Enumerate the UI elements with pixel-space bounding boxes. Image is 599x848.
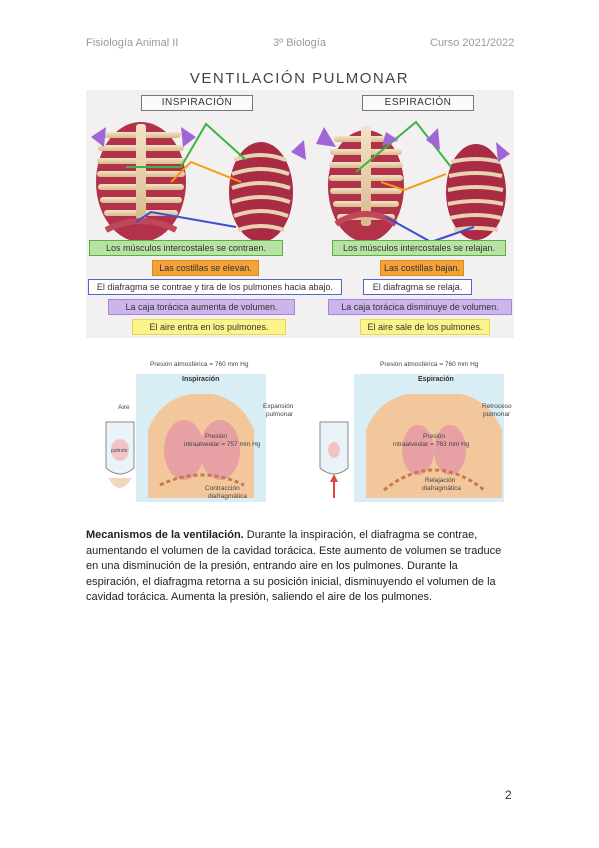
inspiration-torso-drawing: [105, 374, 266, 502]
esp-relax-1: Relajación: [425, 477, 456, 484]
insp-label-air: El aire entra en los pulmones.: [132, 319, 286, 335]
esp-retro-1: Retroceso: [482, 403, 512, 410]
insp-expansion-1: Expansión: [263, 403, 294, 410]
expiration-ribcage-front: [328, 126, 404, 242]
insp-label-ribs: Las costillas se elevan.: [152, 260, 259, 276]
esp-label-air: El aire sale de los pulmones.: [360, 319, 490, 335]
expiration-torso-drawing: [319, 374, 504, 502]
insp-contraction-2: diafragmática: [208, 493, 248, 500]
connector-arrows: [126, 120, 475, 244]
insp-air-label: Aire: [118, 404, 130, 411]
esp-panel-title: Espiración: [418, 376, 454, 383]
esp-label-volume: La caja torácica disminuye de volumen.: [328, 299, 512, 315]
insp-panel-title: Inspiración: [182, 376, 220, 383]
insp-intra-2: intraalveolar = 757 mm Hg: [184, 441, 261, 448]
esp-label-diaphragm: El diafragma se relaja.: [363, 279, 472, 295]
insp-label-volume: La caja torácica aumenta de volumen.: [108, 299, 295, 315]
insp-lung-label: pulmón: [111, 448, 128, 454]
header-academic-year: Curso 2021/2022: [430, 37, 515, 49]
purple-expansion-arrows: [91, 127, 510, 162]
insp-label-diaphragm: El diafragma se contrae y tira de los pu…: [88, 279, 342, 295]
ribcage-drawings: [91, 120, 510, 244]
insp-atm-pressure: Presión atmosférica = 760 mm Hg: [150, 361, 249, 368]
expiration-ribcage-side: [446, 144, 506, 240]
header-degree: 3º Biología: [273, 37, 326, 49]
insp-intra-1: Presión: [205, 433, 228, 440]
esp-label-ribs: Las costillas bajan.: [380, 260, 464, 276]
esp-atm-pressure: Presión atmosférica = 760 mm Hg: [380, 361, 479, 368]
inspiration-ribcage-side: [229, 142, 293, 242]
page-number: 2: [505, 788, 512, 802]
paragraph-heading: Mecanismos de la ventilación.: [86, 529, 244, 541]
esp-relax-2: diafragmática: [422, 485, 462, 492]
insp-label-muscles: Los músculos intercostales se contraen.: [89, 240, 283, 256]
inspiration-heading: INSPIRACIÓN: [141, 95, 253, 111]
page-title: VENTILACIÓN PULMONAR: [189, 70, 410, 87]
esp-retro-2: pulmonar: [483, 411, 511, 418]
header-course-name: Fisiología Animal II: [86, 37, 179, 49]
pressure-diagram: Presión atmosférica = 760 mm Hg Inspirac…: [100, 355, 512, 510]
insp-contraction-1: Contracción: [205, 485, 240, 492]
esp-intra-1: Presión: [423, 433, 446, 440]
insp-expansion-2: pulmonar: [266, 411, 294, 418]
paragraph-body: Durante la inspiración, el diafragma se …: [86, 529, 502, 603]
esp-intra-2: intraalveolar = 763 mm Hg: [393, 441, 470, 448]
expiration-heading: ESPIRACIÓN: [362, 95, 474, 111]
esp-label-muscles: Los músculos intercostales se relajan.: [332, 240, 506, 256]
ventilation-illustration: INSPIRACIÓN ESPIRACIÓN: [86, 90, 514, 338]
inspiration-ribcage-front: [96, 122, 186, 242]
mechanism-paragraph: Mecanismos de la ventilación. Durante la…: [86, 528, 514, 606]
